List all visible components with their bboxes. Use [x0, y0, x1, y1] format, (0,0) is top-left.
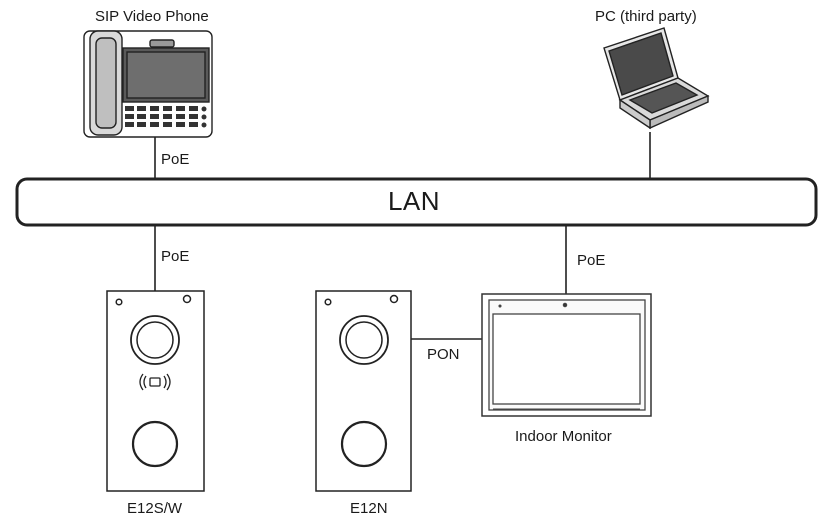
lan-label: LAN: [387, 186, 441, 216]
e12sw-link-label: PoE: [161, 248, 190, 265]
e12sw-label: E12S/W: [127, 500, 183, 517]
indoor-monitor-label: Indoor Monitor: [515, 428, 612, 445]
laptop-icon: [603, 27, 710, 130]
sip-phone-icon: [83, 30, 213, 138]
e12sw-device-icon: [106, 290, 205, 492]
e12n-device-icon: [315, 290, 412, 492]
indoor-monitor-icon: [481, 293, 652, 417]
phone-link-label: PoE: [161, 151, 190, 168]
e12n-label: E12N: [350, 500, 388, 517]
sip-phone-label: SIP Video Phone: [95, 8, 209, 25]
monitor-link-label: PoE: [577, 252, 606, 269]
lan-bus: [15, 177, 818, 227]
e12n-monitor-link-label: PON: [427, 346, 460, 363]
pc-label: PC (third party): [595, 8, 697, 25]
